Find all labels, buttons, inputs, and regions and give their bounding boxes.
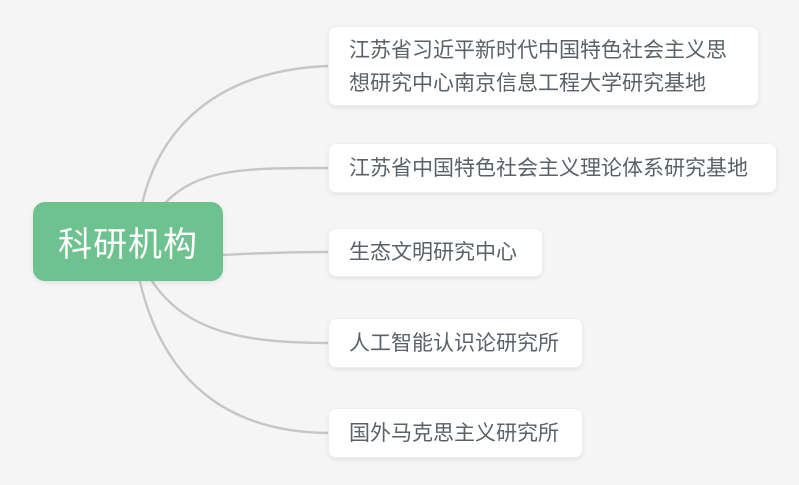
root-node-label: 科研机构 (58, 226, 198, 264)
root-node[interactable]: 科研机构 (33, 202, 223, 281)
connector-line-1 (140, 64, 330, 206)
connector-line-2 (162, 166, 330, 206)
child-node-label: 生态文明研究中心 (349, 241, 517, 264)
child-node-label: 江苏省习近平新时代中国特色社会主义思想研究中心南京信息工程大学研究基地 (349, 39, 727, 95)
child-node-4[interactable]: 人工智能认识论研究所 (328, 318, 583, 368)
child-node-2[interactable]: 江苏省中国特色社会主义理论体系研究基地 (328, 143, 777, 193)
connector-line-4 (150, 279, 330, 345)
connector-line-3 (221, 250, 330, 257)
connector-line-5 (138, 280, 330, 435)
child-node-label: 江苏省中国特色社会主义理论体系研究基地 (349, 156, 748, 180)
child-node-3[interactable]: 生态文明研究中心 (328, 228, 543, 277)
child-node-label: 人工智能认识论研究所 (349, 331, 559, 355)
child-node-label: 国外马克思主义研究所 (349, 421, 559, 445)
child-node-1[interactable]: 江苏省习近平新时代中国特色社会主义思想研究中心南京信息工程大学研究基地 (328, 26, 759, 106)
child-node-5[interactable]: 国外马克思主义研究所 (328, 408, 583, 458)
